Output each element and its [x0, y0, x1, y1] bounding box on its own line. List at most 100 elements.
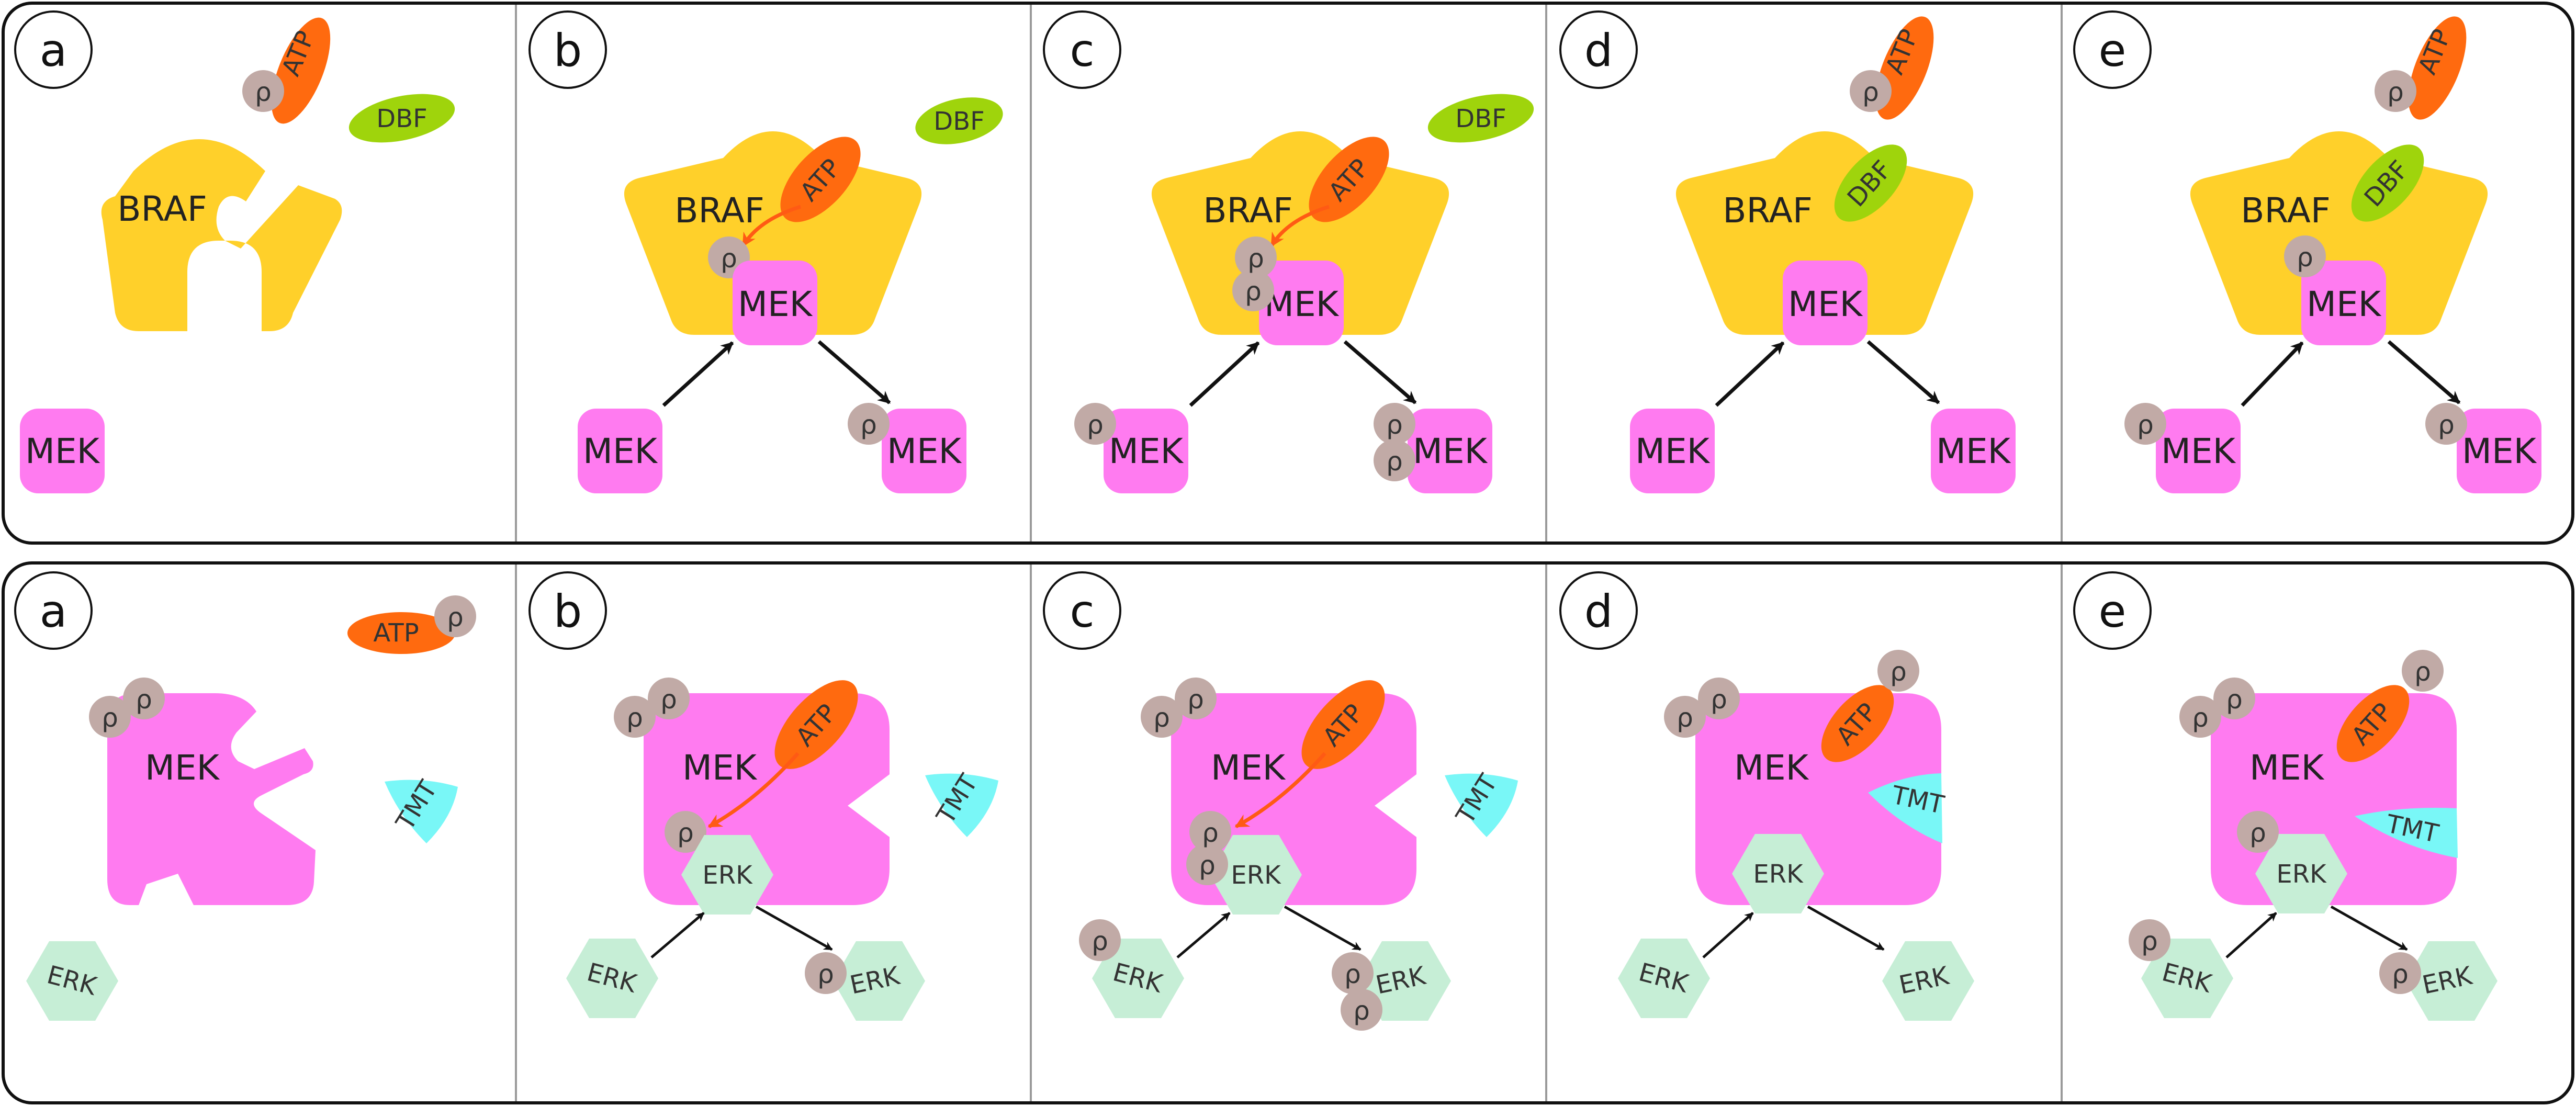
phosphate-group: ρ	[2179, 696, 2221, 738]
mek-substrate: MEK	[20, 409, 105, 493]
panel-label-d: d	[1559, 571, 1638, 650]
braf-label: BRAF	[2241, 190, 2331, 231]
svg-text:ρ: ρ	[1353, 996, 1370, 1026]
reaction-arrow-out	[755, 905, 833, 951]
panel-bottom-c: c MEK ρ ρ ATP ERK ρ ρ TMT ERK ρ	[1043, 571, 1518, 1031]
erk-label: ERK	[702, 861, 753, 890]
reaction-arrow-in	[662, 341, 734, 407]
svg-text:ρ: ρ	[1202, 818, 1219, 848]
panel-label-a: a	[14, 10, 93, 89]
mek-label: MEK	[1936, 431, 2011, 471]
phosphate-group: ρ	[2237, 811, 2279, 853]
svg-text:ρ: ρ	[2438, 410, 2455, 440]
svg-text:ρ: ρ	[1247, 243, 1264, 274]
panel-label-e: e	[2073, 571, 2152, 650]
mek-label: MEK	[1734, 748, 1809, 788]
braf-label: BRAF	[1203, 190, 1293, 231]
panel-top-a: a BRAF ATP ρ DBF MEK	[14, 10, 455, 493]
mek-bound: MEK	[1783, 261, 1868, 345]
svg-text:ρ: ρ	[2392, 959, 2409, 989]
atp-molecule: ATP	[780, 137, 861, 222]
mek-substrate: MEK	[578, 409, 662, 493]
erk-label: ERK	[1231, 861, 1281, 890]
svg-text:ρ: ρ	[1386, 410, 1403, 440]
svg-text:ρ: ρ	[1245, 276, 1262, 307]
panel-label-b: b	[528, 571, 607, 650]
svg-text:ρ: ρ	[1199, 850, 1216, 881]
mek-label: MEK	[682, 748, 758, 788]
svg-text:ρ: ρ	[2249, 818, 2266, 848]
reaction-arrow-in	[1189, 341, 1260, 407]
reaction-arrow-out	[2330, 905, 2408, 951]
svg-text:ρ: ρ	[626, 703, 643, 733]
atp-molecule: ATP	[1309, 137, 1389, 222]
mek-label: MEK	[2161, 431, 2236, 471]
reaction-arrow-out	[817, 340, 891, 404]
phosphate-group: ρ	[614, 696, 656, 738]
erk-product: ERK	[1359, 941, 1451, 1021]
svg-text:ρ: ρ	[1344, 959, 1361, 989]
phosphate-group: ρ	[648, 678, 690, 719]
reaction-arrow-out	[2387, 340, 2461, 404]
mek-label: MEK	[1109, 431, 1184, 471]
braf-kinase: BRAF	[624, 131, 922, 335]
braf-kinase: BRAF	[1675, 131, 1974, 335]
mek-label: MEK	[738, 284, 813, 324]
erk-substrate: ERK	[566, 939, 658, 1018]
mek-product: MEK	[1931, 409, 2016, 493]
phosphate-transfer-arrow	[1234, 752, 1326, 829]
atp-molecule: ATP	[347, 612, 455, 654]
mek-product: MEK	[1408, 409, 1492, 493]
phosphate-group: ρ	[1232, 269, 1274, 311]
mek-label: MEK	[1635, 431, 1711, 471]
erk-bound: ERK	[681, 835, 773, 915]
mek-substrate: MEK	[2156, 409, 2241, 493]
panel-top-c: c BRAF ATP MEK ρ ρ DBF MEK ρ MEK ρ	[1043, 10, 1534, 493]
phosphate-group: ρ	[1698, 678, 1740, 719]
phosphate-group: ρ	[2425, 403, 2467, 445]
panel-top-e: e BRAF DBF ATP ρ MEK ρ MEK ρ MEK ρ	[2073, 10, 2541, 493]
phosphate-group: ρ	[2213, 678, 2255, 719]
phosphate-group: ρ	[2284, 235, 2326, 277]
svg-text:ρ: ρ	[860, 410, 877, 440]
panel-top-d: d BRAF DBF ATP ρ MEK MEK MEK	[1559, 10, 2016, 493]
mek-product: MEK	[882, 409, 966, 493]
reaction-arrow-out	[1866, 340, 1940, 404]
svg-text:b: b	[554, 585, 582, 638]
svg-text:ρ: ρ	[2387, 77, 2404, 107]
panel-label-c: c	[1043, 10, 1121, 89]
svg-text:ρ: ρ	[677, 818, 694, 848]
dbf-label: DBF	[933, 107, 985, 136]
phosphate-group: ρ	[1374, 439, 1415, 481]
phosphate-group: ρ	[2124, 403, 2166, 445]
erk-product: ERK	[2405, 941, 2498, 1021]
dbf-inhibitor: DBF	[1427, 94, 1534, 143]
panel-label-c: c	[1043, 571, 1121, 650]
panel-top-b: b BRAF ATP ρ MEK DBF MEK MEK ρ	[528, 10, 1003, 493]
phosphate-group: ρ	[848, 403, 890, 445]
svg-text:ρ: ρ	[1711, 684, 1727, 715]
reaction-arrow-in	[1715, 341, 1785, 407]
phosphate-group: ρ	[434, 595, 476, 637]
svg-text:ρ: ρ	[1087, 410, 1104, 440]
svg-text:ρ: ρ	[255, 77, 272, 107]
atp-label: ATP	[373, 618, 419, 648]
reaction-arrow-in	[1176, 912, 1231, 958]
tmt-inhibitor: TMT	[925, 769, 998, 837]
braf-label: BRAF	[117, 189, 207, 229]
tmt-inhibitor: TMT	[1445, 769, 1518, 837]
svg-text:ρ: ρ	[2137, 410, 2154, 440]
svg-text:ρ: ρ	[102, 703, 118, 733]
svg-text:c: c	[1070, 585, 1094, 638]
reaction-arrow-out	[1284, 905, 1362, 951]
braf-label: BRAF	[674, 190, 764, 231]
svg-text:b: b	[554, 25, 582, 77]
svg-text:a: a	[40, 585, 68, 638]
panel-label-a: a	[14, 571, 93, 650]
phosphate-transfer-arrow	[1269, 205, 1330, 247]
mek-label: MEK	[145, 748, 220, 788]
mek-label: MEK	[25, 431, 100, 471]
erk-product: ERK	[833, 941, 925, 1021]
phosphate-group: ρ	[242, 70, 284, 112]
